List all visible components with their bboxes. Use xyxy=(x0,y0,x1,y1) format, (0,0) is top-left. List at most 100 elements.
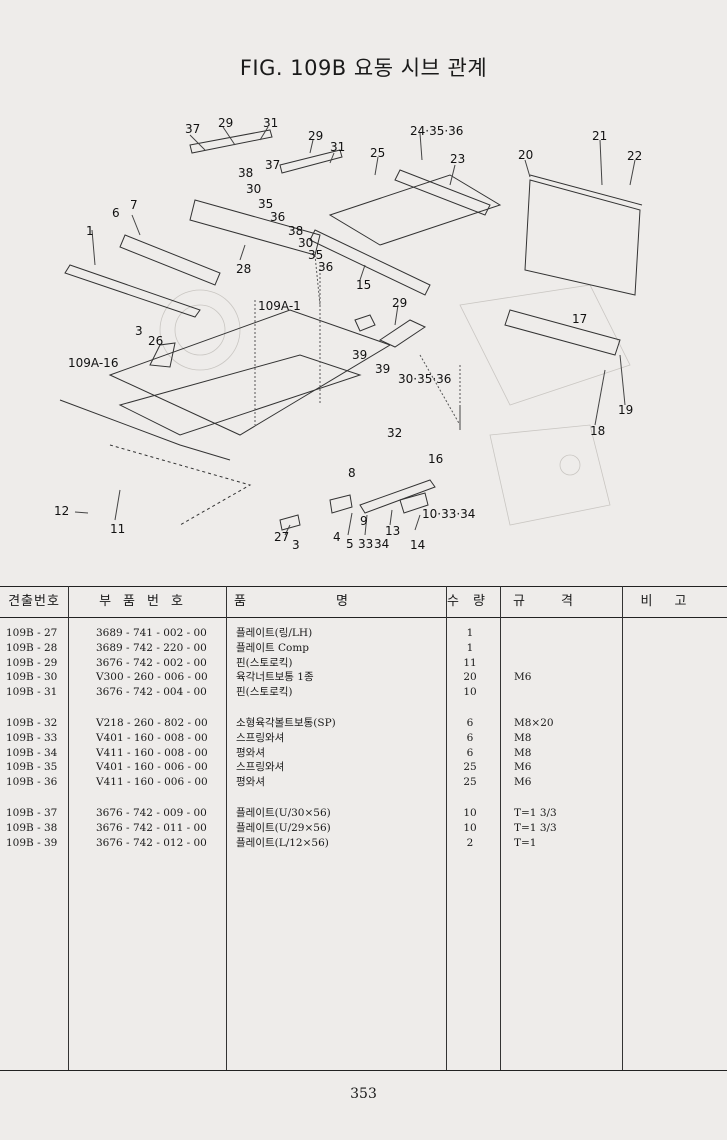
table-row: 109B - 30 V300 - 260 - 006 - 00 육각너트보통 1종 2… xyxy=(0,670,727,685)
table-header-rule xyxy=(0,617,727,618)
cell-ref: 109B - 34 xyxy=(6,746,58,759)
callout: 37 xyxy=(185,122,200,136)
cell-spec: T=1 xyxy=(514,836,537,849)
page-number: 353 xyxy=(350,1086,377,1102)
cell-ref: 109B - 36 xyxy=(6,776,58,789)
callout: 39 xyxy=(352,348,367,362)
cell-spec: M6 xyxy=(514,761,532,774)
cell-spec: M8×20 xyxy=(514,717,554,729)
cell-part: V300 - 260 - 006 - 00 xyxy=(96,671,208,684)
cell-spec: T=1 3/3 xyxy=(514,807,557,819)
cell-part: 3689 - 742 - 220 - 00 xyxy=(96,641,207,654)
callout: 29 xyxy=(218,116,233,130)
column-divider xyxy=(446,586,447,1070)
cell-qty: 10 xyxy=(463,807,477,819)
cell-part: V401 - 160 - 006 - 00 xyxy=(96,761,208,774)
callout: 26 xyxy=(148,334,163,348)
callout: 4 xyxy=(333,530,341,544)
cell-spec: M6 xyxy=(514,776,532,789)
cell-name: 플레이트(U/30×56) xyxy=(236,807,331,819)
callout: 6 xyxy=(112,206,120,220)
callout: 8 xyxy=(348,466,356,480)
cell-spec: M8 xyxy=(514,731,532,744)
diagram-svg: 37 29 31 29 31 24·35·36 25 23 21 20 22 3… xyxy=(54,116,642,552)
cell-name: 육각너트보통 1종 xyxy=(236,671,314,684)
cell-part: 3676 - 742 - 004 - 00 xyxy=(96,686,207,699)
main-frame xyxy=(108,309,392,436)
callout: 28 xyxy=(236,262,251,276)
cell-part: V411 - 160 - 006 - 00 xyxy=(96,776,208,789)
cell-qty: 6 xyxy=(466,731,474,744)
cell-part: 3676 - 742 - 011 - 00 xyxy=(96,821,207,834)
figure-title: FIG. 109B 요동 시브 관계 xyxy=(239,56,488,80)
callout: 30 xyxy=(298,236,313,250)
cell-part: V401 - 160 - 008 - 00 xyxy=(96,731,208,744)
header-remarks: 비고 xyxy=(640,594,709,609)
cell-name: 평와셔 xyxy=(236,776,265,789)
callout: 13 xyxy=(385,524,400,538)
cell-qty: 25 xyxy=(463,776,477,789)
callout: 109A-1 xyxy=(258,299,301,313)
cell-part: V218 - 260 - 802 - 00 xyxy=(96,717,208,729)
part-15-plate xyxy=(309,229,431,296)
column-divider xyxy=(622,586,623,1070)
callout: 27 xyxy=(274,530,289,544)
cell-part: V411 - 160 - 008 - 00 xyxy=(96,746,208,759)
callout: 29 xyxy=(308,129,323,143)
table-row: 109B - 36 V411 - 160 - 006 - 00 평와셔 25 M6 xyxy=(0,775,727,790)
cell-name: 평와셔 xyxy=(236,746,265,759)
callout: 12 xyxy=(54,504,69,518)
cell-ref: 109B - 28 xyxy=(6,641,58,654)
callout: 31 xyxy=(330,140,345,154)
cell-qty: 10 xyxy=(463,821,477,834)
callout: 15 xyxy=(356,278,371,292)
cell-ref: 109B - 31 xyxy=(6,686,58,699)
callout: 18 xyxy=(590,424,605,438)
callout: 22 xyxy=(627,149,642,163)
cell-name: 플레이트(링/LH) xyxy=(236,627,313,639)
callout: 38 xyxy=(238,166,253,180)
cell-ref: 109B - 30 xyxy=(6,671,58,684)
part-29-plate xyxy=(189,129,273,154)
part-25-plate xyxy=(328,174,502,246)
cell-ref: 109B - 35 xyxy=(6,761,58,774)
part-1-long-plate xyxy=(64,264,201,318)
callout: 20 xyxy=(518,148,533,162)
cell-qty: 25 xyxy=(463,761,477,774)
callout: 29 xyxy=(392,296,407,310)
callout: 7 xyxy=(130,198,138,212)
header-part-name: 품명 xyxy=(234,594,438,609)
cell-spec: M6 xyxy=(514,671,532,684)
cell-qty: 6 xyxy=(466,717,474,729)
cell-part: 3676 - 742 - 009 - 00 xyxy=(96,807,207,819)
callout: 25 xyxy=(370,146,385,160)
table-top-rule xyxy=(0,586,727,587)
cell-name: 핀(스토로킥) xyxy=(236,686,293,699)
callout: 11 xyxy=(110,522,125,536)
cell-ref: 109B - 27 xyxy=(6,627,58,639)
cell-qty: 6 xyxy=(466,746,474,759)
table-bottom-rule xyxy=(0,1070,727,1071)
callout: 39 xyxy=(375,362,390,376)
header-part-no: 부품번호 xyxy=(99,594,195,609)
cell-ref: 109B - 38 xyxy=(6,821,58,834)
cell-qty: 20 xyxy=(463,671,477,684)
callout: 21 xyxy=(592,129,607,143)
callout: 37 xyxy=(265,158,280,172)
cell-name: 플레이트 Comp xyxy=(236,641,310,654)
callout: 33 xyxy=(358,537,373,551)
cell-name: 플레이트(L/12×56) xyxy=(236,836,329,849)
part-17-plate xyxy=(504,309,621,356)
callout: 16 xyxy=(428,452,443,466)
column-divider xyxy=(68,586,69,1070)
callout: 38 xyxy=(288,224,303,238)
header-quantity: 수량 xyxy=(447,594,499,609)
cell-part: 3676 - 742 - 012 - 00 xyxy=(96,836,207,849)
cell-qty: 2 xyxy=(466,836,474,849)
